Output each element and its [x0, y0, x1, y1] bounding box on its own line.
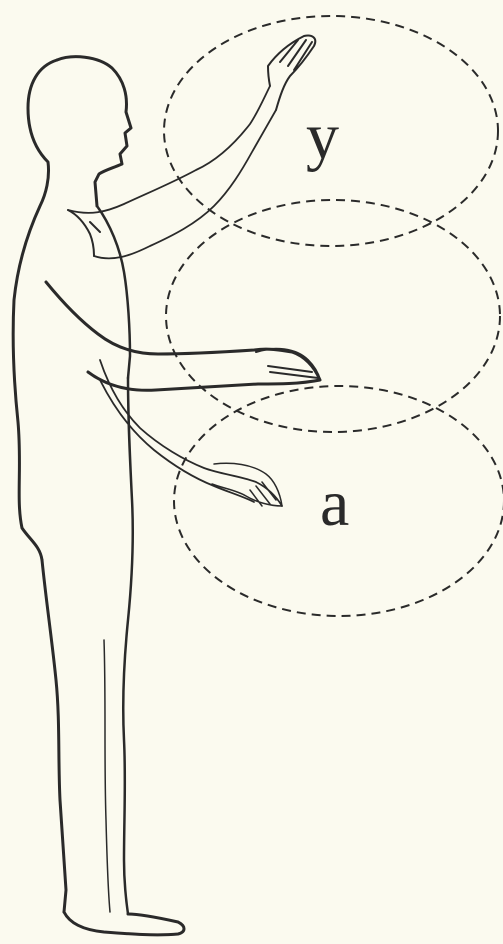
foot-outline: [64, 912, 184, 935]
lower-zone-label: a: [320, 467, 349, 540]
inner-leg-line: [104, 640, 110, 912]
chest-outline: [97, 206, 130, 378]
upper-hand: [268, 35, 315, 110]
back-of-head-outline: [13, 60, 57, 560]
head-outline: [57, 57, 131, 206]
front-torso-leg-outline: [123, 378, 133, 914]
back-leg-outline: [42, 560, 66, 912]
upper-zone-label: y: [306, 100, 339, 173]
middle-zone-ellipse: [166, 200, 500, 432]
human-figure: [13, 35, 320, 934]
shoulder-outline: [68, 210, 100, 256]
